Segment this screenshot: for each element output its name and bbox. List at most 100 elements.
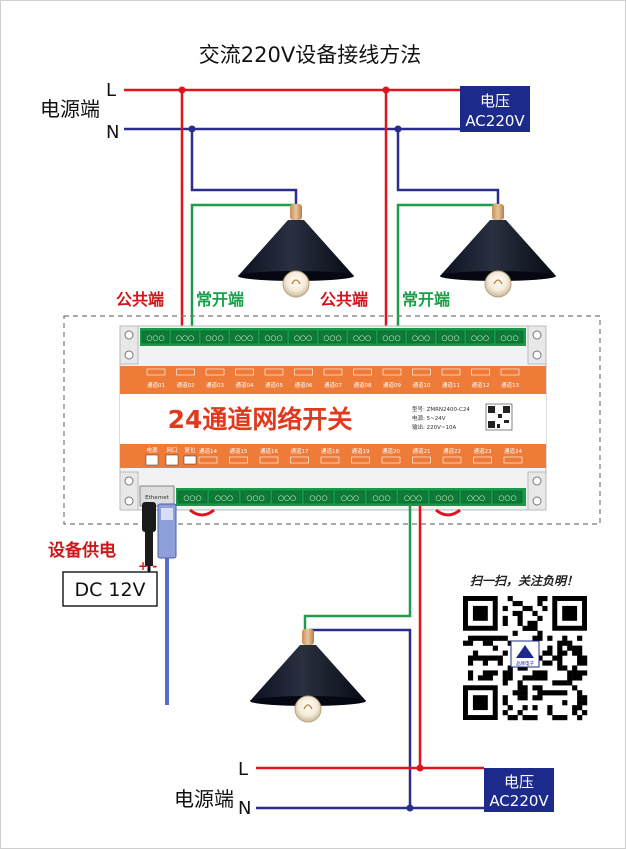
bottom-line-label: L — [238, 759, 248, 780]
terminal-block: ○○○ — [348, 330, 376, 344]
polarity-label: + - — [138, 559, 157, 573]
terminal-pins: ○○○ — [146, 334, 164, 342]
terminal-pins: ○○○ — [435, 494, 453, 502]
device-spec-power: 电源: 5~24V — [412, 414, 446, 422]
top-terminal-row: ○○○○○○○○○○○○○○○○○○○○○○○○○○○○○○○○○○○○○○○ — [141, 330, 524, 344]
relay-symbol-icon — [259, 456, 279, 464]
device-qr-icon — [485, 403, 513, 431]
relay-symbol-icon — [351, 456, 370, 464]
device-name: 24通道网络开关 — [168, 405, 353, 434]
channel-label: 通道22 — [443, 447, 461, 455]
relay-symbol-icon — [320, 456, 340, 464]
terminal-block: ○○○ — [141, 330, 170, 344]
channel-label: 通道10 — [413, 381, 431, 389]
power-port-icon — [145, 454, 159, 466]
junction-dot — [406, 804, 414, 812]
channel-label: 通道20 — [382, 447, 400, 455]
qr-center-logo-icon: 品牌电子 — [510, 640, 540, 668]
lamp1-neutral-wire — [190, 129, 298, 215]
relay-symbol-icon — [471, 368, 490, 376]
svg-text:电压: 电压 — [504, 773, 534, 791]
no-label-1: 常开端 — [196, 290, 244, 309]
terminal-block: ○○○ — [303, 490, 334, 504]
reset-label: 复位 — [184, 446, 196, 454]
terminal-pins: ○○○ — [264, 334, 282, 342]
lamp-icon — [249, 628, 367, 723]
terminal-pins: ○○○ — [215, 494, 233, 502]
channel-label: 通道05 — [265, 381, 283, 389]
terminal-pins: ○○○ — [441, 334, 459, 342]
top-neutral-label: N — [106, 122, 119, 143]
terminal-pins: ○○○ — [467, 494, 485, 502]
relay-symbol-icon — [412, 368, 431, 376]
no-label-2: 常开端 — [402, 290, 450, 309]
terminal-pins: ○○○ — [246, 494, 264, 502]
relay-symbol-icon — [146, 368, 166, 376]
dc12v-box — [62, 571, 158, 607]
terminal-pins: ○○○ — [341, 494, 359, 502]
channel-label: 通道09 — [383, 381, 401, 389]
terminal-block: ○○○ — [377, 330, 406, 344]
channel-label: 通道03 — [206, 381, 224, 389]
power-supply-label: 设备供电 — [48, 540, 116, 561]
svg-text:AC220V: AC220V — [489, 792, 549, 810]
svg-text:电压: 电压 — [480, 92, 510, 110]
junction-dot — [416, 764, 424, 772]
relay-symbol-icon — [412, 456, 431, 464]
channel-label: 通道06 — [295, 381, 313, 389]
relay-symbol-icon — [264, 368, 284, 376]
terminal-block: ○○○ — [436, 330, 465, 344]
relay-symbol-icon — [229, 456, 248, 464]
terminal-pins: ○○○ — [498, 494, 516, 502]
terminal-pins: ○○○ — [235, 334, 253, 342]
relay-symbol-icon — [198, 456, 218, 464]
terminal-block: ○○○ — [407, 330, 435, 344]
terminal-block: ○○○ — [495, 330, 524, 344]
channel-label: 通道23 — [474, 447, 492, 455]
terminal-block: ○○○ — [335, 490, 365, 504]
channel-label: 通道04 — [236, 381, 254, 389]
terminal-block: ○○○ — [461, 490, 491, 504]
terminal-block: ○○○ — [177, 490, 208, 504]
terminal-block: ○○○ — [259, 330, 288, 344]
terminal-block: ○○○ — [318, 330, 347, 344]
channel-label: 通道13 — [501, 381, 519, 389]
lamp2-neutral-wire — [396, 129, 500, 215]
device-spec-output: 输出: 220V~10A — [412, 423, 456, 431]
svg-text:AC220V: AC220V — [465, 112, 525, 130]
relay-symbol-icon — [323, 368, 343, 376]
ethernet-jack-icon — [139, 485, 175, 507]
terminal-pins: ○○○ — [404, 494, 422, 502]
relay-symbol-icon — [294, 368, 313, 376]
top-source-label: 电源端 — [40, 97, 100, 121]
page-title: 交流220V设备接线方法 — [199, 43, 421, 67]
relay-symbol-icon — [500, 368, 520, 376]
terminal-pins: ○○○ — [500, 334, 518, 342]
relay-symbol-icon — [353, 368, 372, 376]
dc12v-value: DC 12V — [74, 579, 145, 601]
relay-symbol-icon — [235, 368, 254, 376]
reset-button-icon — [183, 455, 197, 465]
top-line-label: L — [106, 80, 116, 101]
net-port-icon — [165, 454, 179, 466]
terminal-block: ○○○ — [289, 330, 317, 344]
channel-label: 通道17 — [291, 447, 309, 455]
terminal-block: ○○○ — [200, 330, 229, 344]
terminal-pins: ○○○ — [382, 334, 400, 342]
common-label-2: 公共端 — [320, 290, 368, 309]
relay-symbol-icon — [176, 368, 195, 376]
relay-symbol-icon — [442, 456, 462, 464]
relay-symbol-icon — [382, 368, 402, 376]
terminal-block: ○○○ — [272, 490, 302, 504]
relay-symbol-icon — [441, 368, 461, 376]
ethernet-cable-icon — [157, 503, 177, 705]
terminal-pins: ○○○ — [205, 334, 223, 342]
device-spec-model: 型号: ZMRN2400-C24 — [412, 405, 470, 413]
terminal-pins: ○○○ — [176, 334, 194, 342]
power-port-label: 电源 — [146, 446, 158, 454]
qr-caption: 扫一扫，关注负明！ — [470, 574, 578, 588]
terminal-block: ○○○ — [171, 330, 199, 344]
relay-symbol-icon — [381, 456, 401, 464]
